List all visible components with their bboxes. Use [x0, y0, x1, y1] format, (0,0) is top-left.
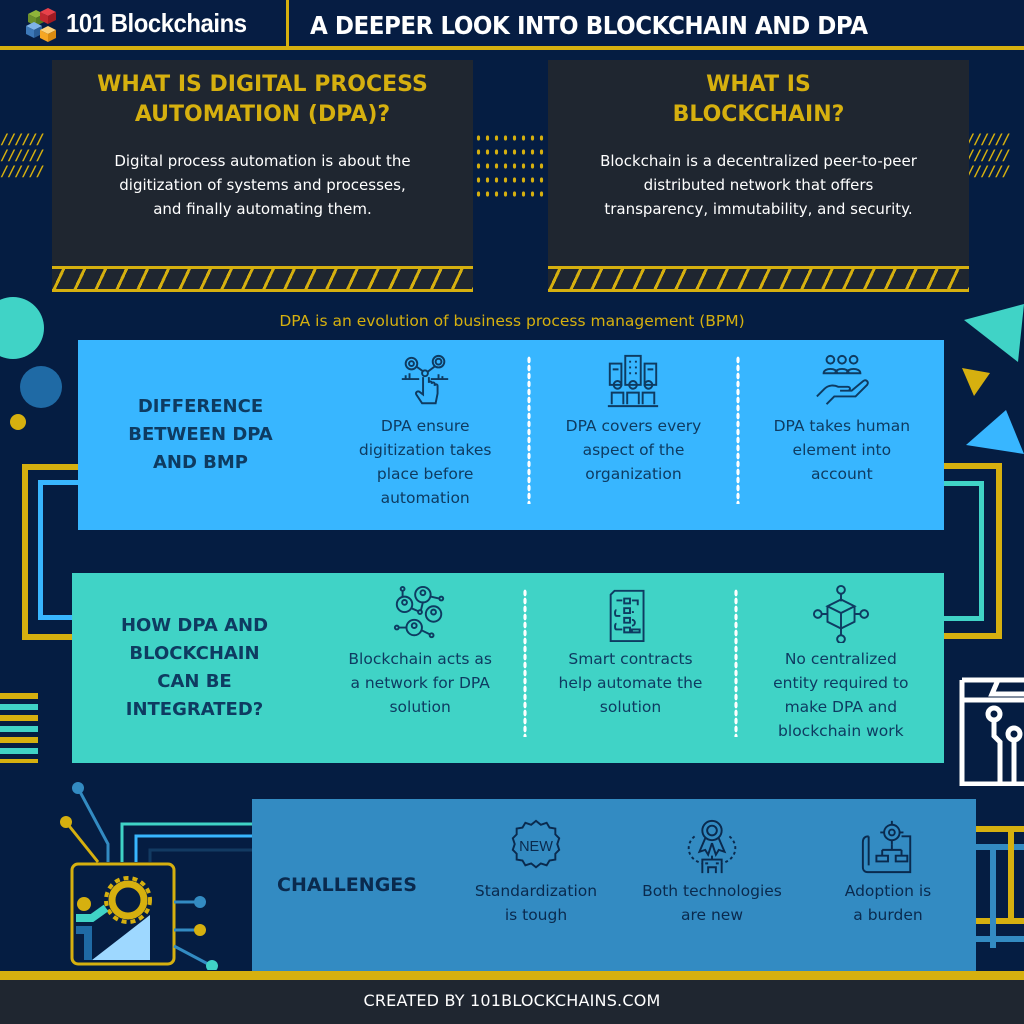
list-item: Smart contracts help automate the soluti…: [527, 573, 733, 763]
new-badge-icon: NEW: [511, 819, 561, 869]
footer-credit: CREATED BY 101BLOCKCHAINS.COM: [363, 991, 661, 1010]
worker-gear-circuit-icon: [60, 782, 252, 970]
card-body: Digital process automation is about the …: [114, 152, 411, 218]
decor-dot-grid: [474, 131, 548, 201]
section-challenges: CHALLENGES NEW Standardization is tough …: [252, 799, 976, 971]
footer: CREATED BY 101BLOCKCHAINS.COM: [0, 971, 1024, 1024]
circuit-window-icon: [959, 677, 1024, 786]
award-building-icon: [687, 819, 737, 874]
connector-line-gold-vertical: [1008, 826, 1014, 924]
decor-stripes: [0, 693, 38, 763]
connector-line-teal-right: [944, 481, 984, 621]
card-title: WHAT IS BLOCKCHAIN?: [672, 72, 845, 127]
connector-line-gold-bottom: [976, 826, 1024, 924]
people-network-icon: [394, 585, 445, 639]
connector-line-gold-right: [944, 463, 1002, 639]
blueprint-gear-icon: [861, 820, 912, 874]
cubes-logo-icon: [26, 8, 56, 42]
header-bar: [0, 0, 1024, 50]
list-item: Adoption is a burden: [800, 799, 976, 971]
list-item: DPA ensure digitization takes place befo…: [323, 340, 527, 530]
list-item: DPA covers every aspect of the organizat…: [531, 340, 735, 530]
dotted-divider: [733, 589, 738, 737]
dotted-divider: [735, 356, 740, 504]
connector-line-gold-left: [22, 464, 78, 640]
list-item: Blockchain acts as a network for DPA sol…: [317, 573, 523, 763]
hatch-stripe: [548, 266, 969, 292]
hand-holding-people-icon: [815, 354, 869, 405]
section-label: CHALLENGES: [277, 874, 417, 896]
card-body: Blockchain is a decentralized peer-to-pe…: [600, 152, 917, 218]
decor-slashes-left: //////////////////: [2, 132, 45, 180]
card-title: WHAT IS DIGITAL PROCESS AUTOMATION (DPA)…: [97, 72, 428, 127]
hand-touch-gears-icon: [401, 354, 449, 405]
connector-line-blue-vertical: [990, 844, 996, 948]
decentralized-cube-icon: [812, 585, 869, 643]
brand-name: 101 Blockchains: [66, 8, 247, 38]
hatch-stripe: [52, 266, 473, 292]
smart-contract-document-icon: [610, 589, 645, 643]
connector-line-blue-left: [38, 480, 78, 620]
list-item: NEW Standardization is tough: [442, 799, 624, 971]
list-item: DPA takes human element into account: [740, 340, 944, 530]
decor-slashes-right: //////////////////: [968, 132, 1011, 180]
decor-circle-blue: [20, 366, 62, 408]
dotted-divider: [527, 356, 532, 504]
card-what-is-blockchain: WHAT IS BLOCKCHAIN? Blockchain is a dece…: [548, 60, 969, 292]
organization-people-buildings-icon: [608, 354, 659, 408]
list-item: Both technologies are new: [624, 799, 800, 971]
list-item: No centralized entity required to make D…: [738, 573, 944, 763]
card-what-is-dpa: WHAT IS DIGITAL PROCESS AUTOMATION (DPA)…: [52, 60, 473, 292]
decor-circle-gold: [10, 414, 26, 430]
header-divider: [286, 0, 289, 50]
subtitle: DPA is an evolution of business process …: [279, 312, 745, 330]
svg-text:NEW: NEW: [519, 839, 553, 855]
connector-line-blue-bottom: [976, 844, 1024, 942]
page-title: A DEEPER LOOK INTO BLOCKCHAIN AND DPA: [310, 11, 868, 40]
dotted-divider: [523, 589, 528, 737]
decor-triangles: [962, 304, 1024, 454]
